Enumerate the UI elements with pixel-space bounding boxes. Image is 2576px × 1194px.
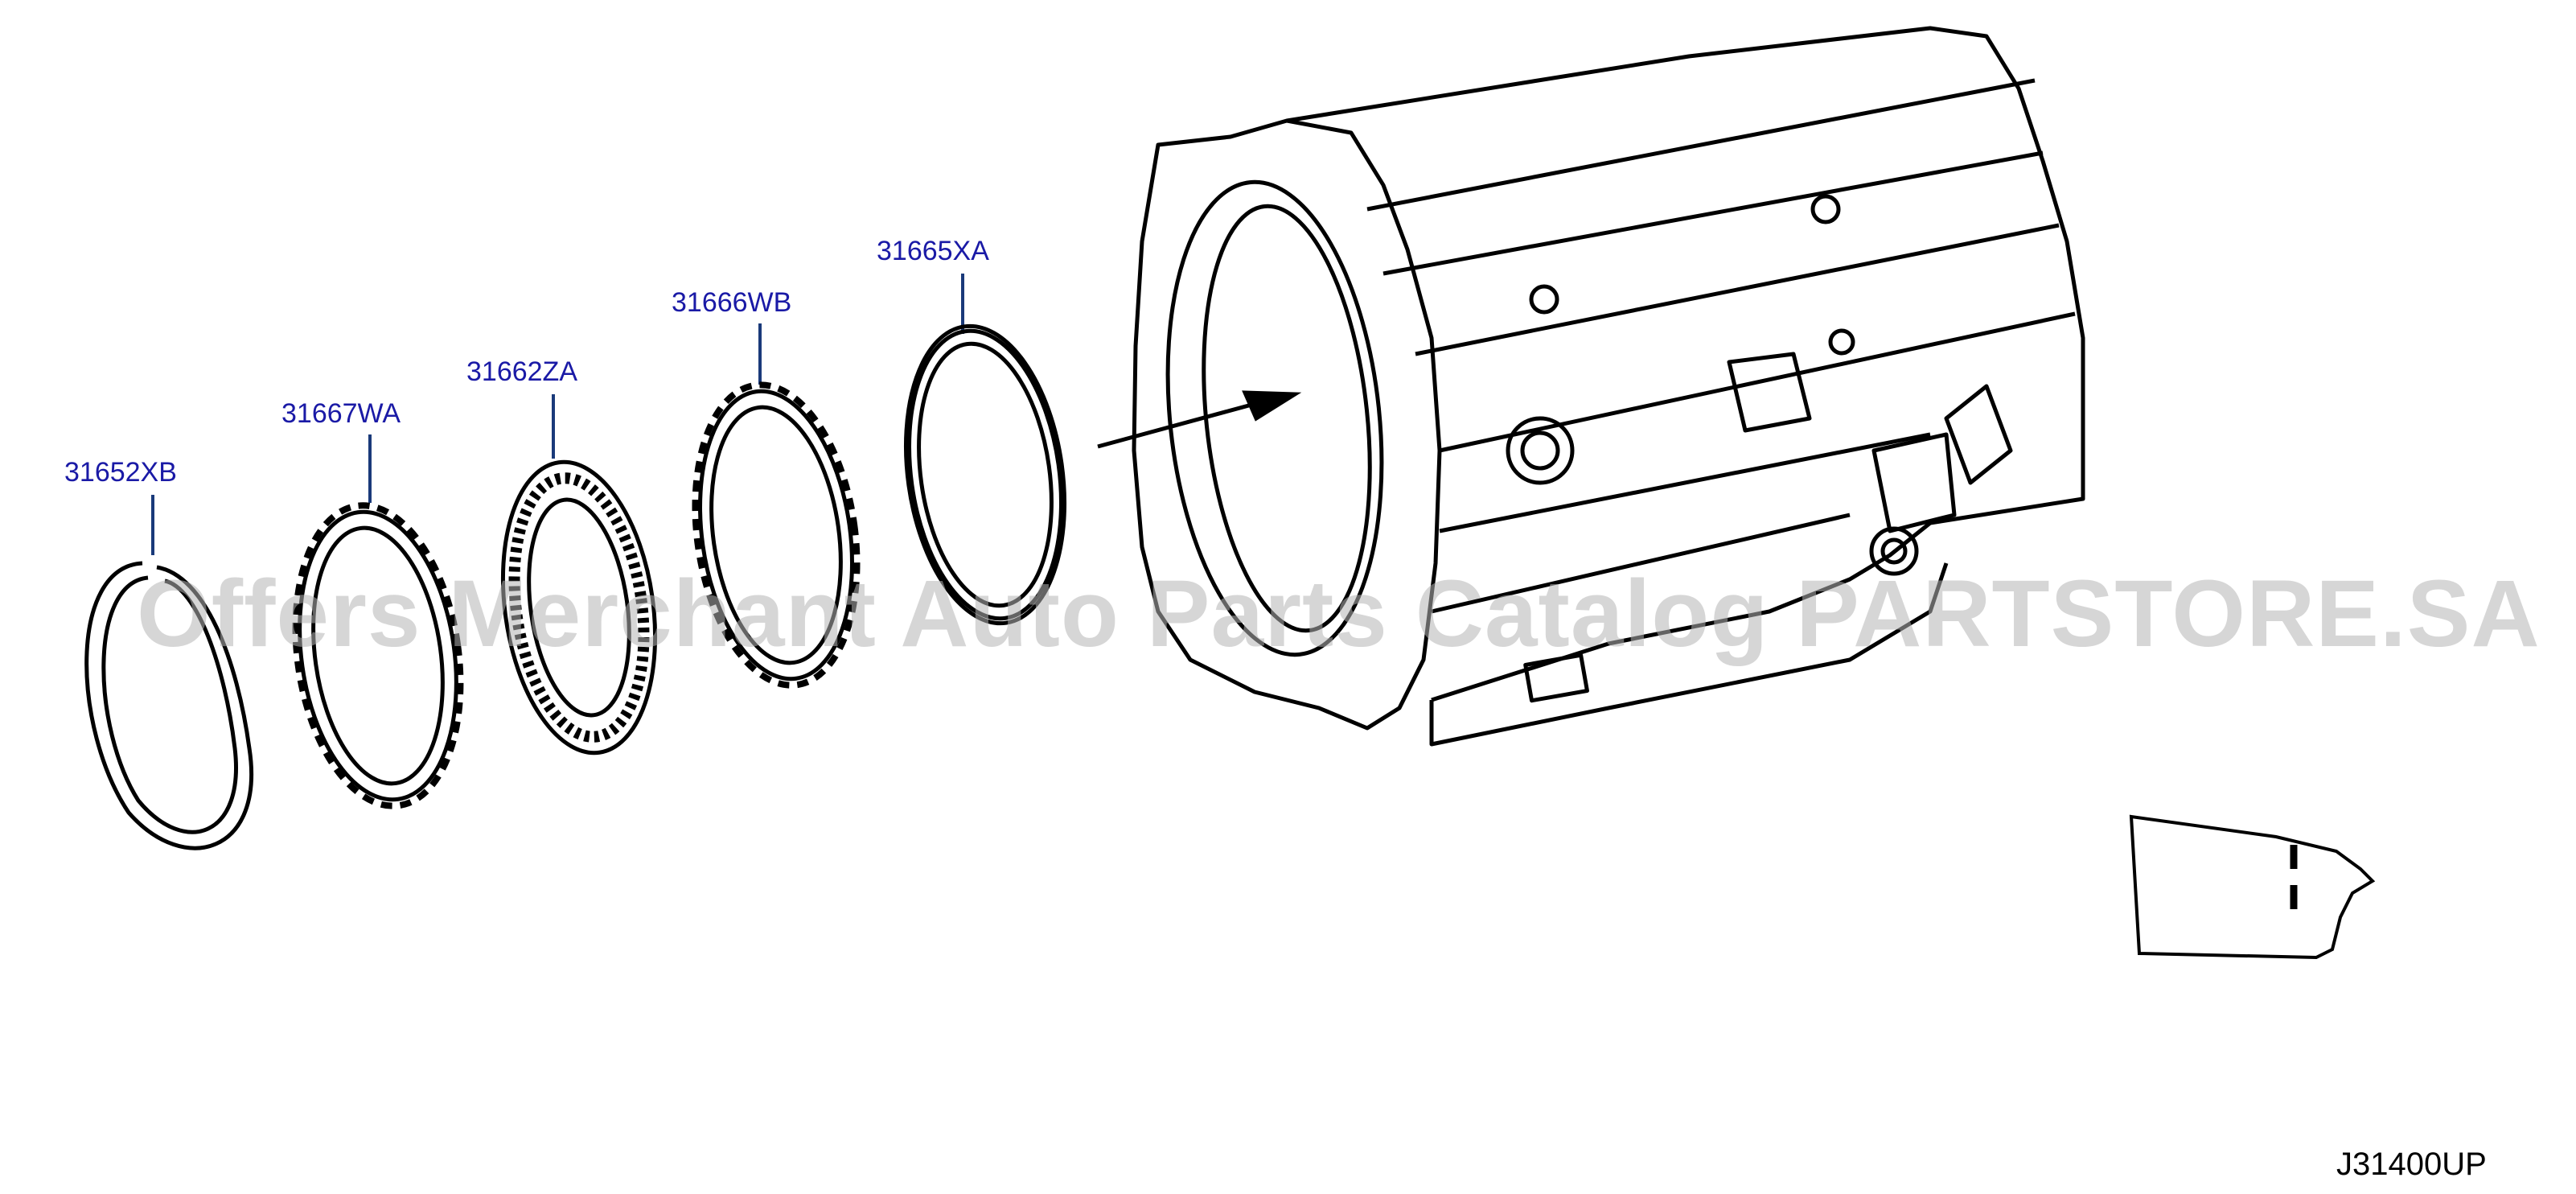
part-label-31665XA[interactable]: 31665XA [877, 236, 989, 266]
diagram-code: J31400UP [2336, 1147, 2487, 1182]
insertion-arrow [1097, 390, 1302, 449]
drive-plate-31666WB[interactable] [677, 374, 875, 696]
location-inset [2129, 814, 2376, 960]
leader-lines [151, 274, 964, 555]
driven-plate-31662ZA[interactable] [486, 452, 673, 763]
part-label-31667WA[interactable]: 31667WA [281, 398, 401, 429]
part-label-31666WB[interactable]: 31666WB [672, 287, 792, 318]
snap-ring-31652XB[interactable] [84, 561, 254, 850]
drive-plate-31667WA[interactable] [277, 495, 479, 817]
part-label-31662ZA[interactable]: 31662ZA [466, 356, 577, 387]
retaining-plate-31665XA[interactable] [888, 315, 1083, 633]
part-label-31652XB[interactable]: 31652XB [64, 457, 177, 488]
transmission-case [1132, 26, 2085, 747]
